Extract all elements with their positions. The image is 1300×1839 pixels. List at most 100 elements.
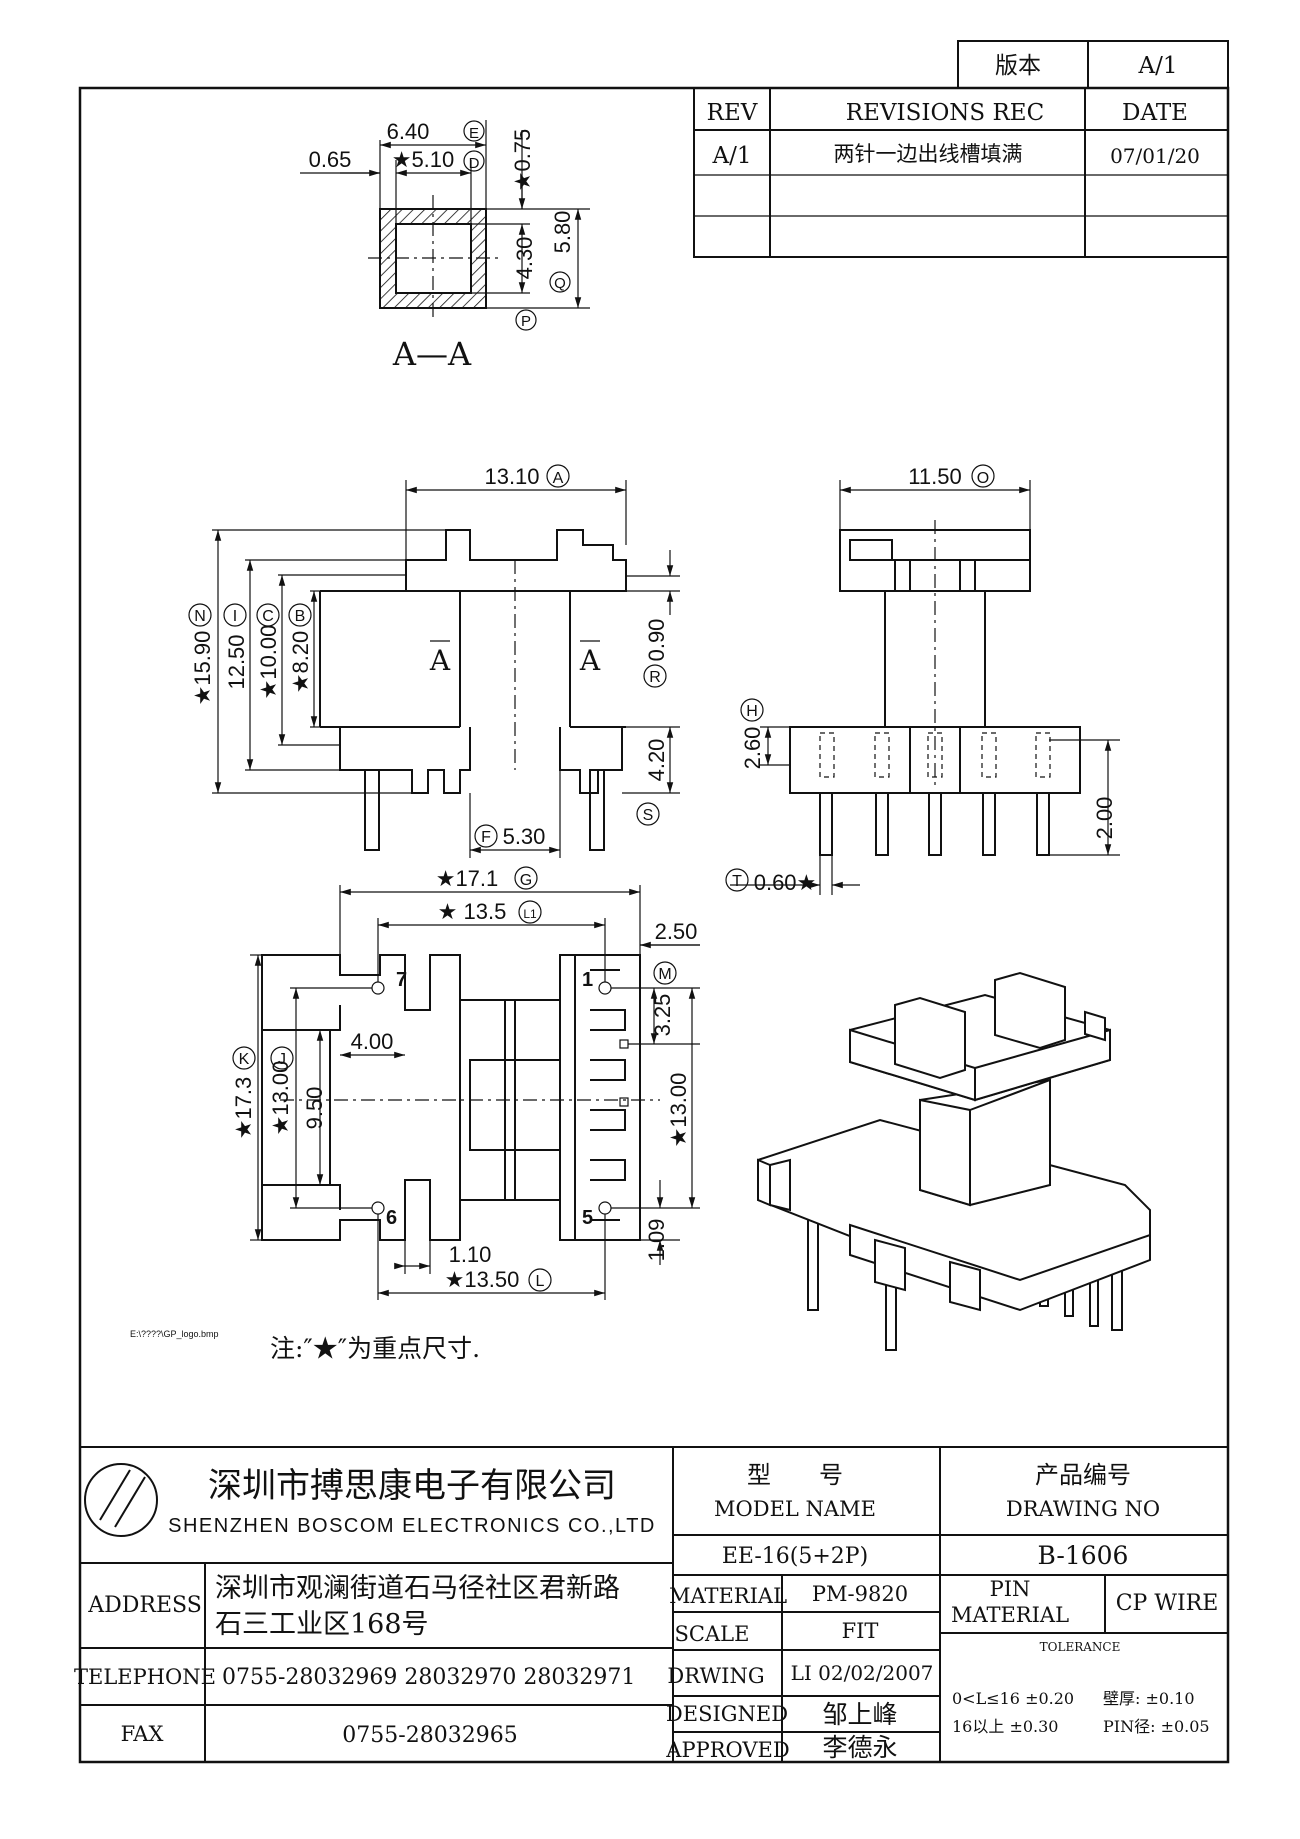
- company-logo: [84, 1463, 158, 1537]
- tag-q: Q: [554, 275, 566, 292]
- revisions-table: REV REVISIONS REC DATE A/1 两针一边出线槽填满 07/…: [693, 87, 1229, 258]
- dim-j: ★13.00: [268, 1061, 293, 1136]
- dim-section-inner-h: 4.30: [512, 237, 537, 280]
- section-mark-left: A: [429, 644, 451, 677]
- address-line-2: 石三工业区168号: [215, 1609, 429, 1640]
- dim-side-h: 2.60: [740, 727, 765, 770]
- side-view: 11.50 O 2.60 H 2.00 T 0.60★: [725, 464, 1120, 895]
- tag-a: A: [553, 470, 564, 487]
- dim-base: 4.20: [644, 739, 669, 782]
- pin-label-5: 5: [582, 1207, 593, 1229]
- drawing-label-cn: 产品编号: [1035, 1461, 1131, 1489]
- revision-row-rec: 两针一边出线槽填满: [834, 142, 1023, 166]
- front-view: A A 13.10 A ★15.90 12.50 ★10.00 ★8.20 N …: [188, 464, 680, 858]
- tolerance-row-2b: PIN径: ±0.05: [1103, 1717, 1210, 1736]
- dim-right-h: ★13.00: [666, 1073, 691, 1148]
- tag-d: D: [469, 155, 480, 172]
- dim-low: 1.09: [644, 1219, 669, 1262]
- tolerance-row-2a: 16以上 ±0.30: [952, 1717, 1058, 1736]
- tag-s: S: [643, 807, 654, 824]
- pin-label-7: 7: [396, 969, 407, 991]
- tag-m: M: [658, 966, 671, 983]
- dim-b: ★8.20: [288, 631, 313, 694]
- dim-m: 2.50: [655, 919, 698, 944]
- rec-header: REVISIONS REC: [846, 100, 1044, 126]
- logo-path: E:\????\GP_logo.bmp: [130, 1329, 219, 1339]
- telephone-value: 0755-28032969 28032970 28032971: [222, 1665, 635, 1690]
- dim-i: 12.50: [224, 634, 249, 689]
- dim-section-left: 0.65: [309, 147, 352, 172]
- model-value: EE-16(5+2P): [722, 1544, 868, 1569]
- isometric-view: [757, 971, 1151, 1351]
- title-block: 深圳市搏思康电子有限公司 SHENZHEN BOSCOM ELECTRONICS…: [74, 1446, 1228, 1762]
- tolerance-row-1a: 0<L≤16 ±0.20: [952, 1689, 1074, 1708]
- tag-e: E: [469, 125, 479, 142]
- model-label-en: MODEL NAME: [714, 1497, 876, 1521]
- drwing-value: LI 02/02/2007: [791, 1661, 934, 1685]
- fax-value: 0755-28032965: [342, 1723, 517, 1748]
- designed-label: DESIGNED: [666, 1702, 788, 1726]
- material-label: MATERIAL: [669, 1584, 787, 1608]
- pin-material-label-1: PIN: [990, 1577, 1031, 1601]
- dim-pin-dia: 0.60★: [754, 870, 817, 895]
- dim-c: ★10.00: [256, 625, 281, 700]
- section-view-aa: 6.40 E ★5.10 D 0.65 ★0.75 4.30 5.80 Q P …: [300, 119, 590, 373]
- dim-side-width: 11.50: [908, 464, 961, 489]
- tolerance-label: TOLERANCE: [1040, 1640, 1121, 1654]
- pin-label-1: 1: [582, 969, 593, 991]
- tag-g: G: [520, 872, 532, 889]
- dim-slot-w: 4.00: [351, 1029, 394, 1054]
- tag-k: K: [239, 1051, 250, 1068]
- tag-l: L: [536, 1273, 545, 1290]
- dim-section-outer-h: 5.80: [550, 211, 575, 254]
- tag-b: B: [295, 608, 306, 625]
- version-value: A/1: [1138, 53, 1178, 79]
- drawing-note: 注:″★″为重点尺寸.: [270, 1334, 480, 1363]
- approved-label: APPROVED: [665, 1738, 789, 1762]
- dim-section-width: 6.40: [387, 119, 430, 144]
- tag-p: P: [521, 313, 531, 330]
- dim-pin-len: 2.00: [1092, 797, 1117, 840]
- dim-g: ★17.1: [436, 866, 499, 891]
- dim-k: ★17.3: [231, 1077, 256, 1140]
- tag-i: I: [233, 608, 237, 625]
- approved-value: 李德永: [822, 1733, 897, 1762]
- tag-c: C: [262, 608, 274, 625]
- tolerance-row-1b: 壁厚: ±0.10: [1103, 1689, 1195, 1708]
- dim-l1: ★ 13.5: [438, 899, 507, 924]
- version-box: 版本 A/1: [957, 40, 1229, 89]
- company-name-en: SHENZHEN BOSCOM ELECTRONICS CO.,LTD: [168, 1515, 656, 1537]
- tag-r: R: [649, 669, 661, 686]
- section-title: A—A: [392, 335, 472, 373]
- tag-j: J: [278, 1051, 286, 1068]
- tag-f: F: [481, 829, 491, 846]
- dim-r: 0.90: [644, 619, 669, 662]
- material-value: PM-9820: [812, 1582, 908, 1606]
- drawing-value: B-1606: [1038, 1541, 1129, 1570]
- date-header: DATE: [1122, 100, 1188, 126]
- drwing-label: DRWING: [667, 1664, 764, 1688]
- drawing-label-en: DRAWING NO: [1006, 1497, 1160, 1521]
- dim-pin-off: 1.10: [449, 1242, 492, 1267]
- tag-n: N: [194, 608, 206, 625]
- dim-m2: 3.25: [650, 994, 675, 1037]
- address-line-1: 深圳市观澜街道石马径社区君新路: [215, 1573, 620, 1604]
- fax-label: FAX: [121, 1722, 164, 1746]
- telephone-label: TELEPHONE: [74, 1665, 216, 1689]
- dim-slot-h: 9.50: [302, 1087, 327, 1130]
- version-label: 版本: [995, 53, 1041, 79]
- pin-material-value: CP WIRE: [1116, 1591, 1219, 1616]
- company-name-cn: 深圳市搏思康电子有限公司: [208, 1466, 616, 1506]
- drawing-border: [78, 86, 1230, 1764]
- scale-label: SCALE: [675, 1622, 750, 1646]
- dim-core: 5.30: [503, 824, 546, 849]
- address-label: ADDRESS: [87, 1593, 202, 1618]
- dim-top-width: 13.10: [484, 464, 539, 489]
- dim-n: ★15.90: [190, 631, 215, 706]
- dim-section-wall: ★0.75: [510, 129, 535, 192]
- bottom-view: 7 6 1 5 ★17.1 G ★ 13.5 L1 2.50 M 3.25 ★1…: [231, 866, 700, 1300]
- tag-o: O: [977, 470, 989, 487]
- revision-row-date: 07/01/20: [1110, 144, 1200, 168]
- model-label-cn: 型 号: [747, 1461, 843, 1489]
